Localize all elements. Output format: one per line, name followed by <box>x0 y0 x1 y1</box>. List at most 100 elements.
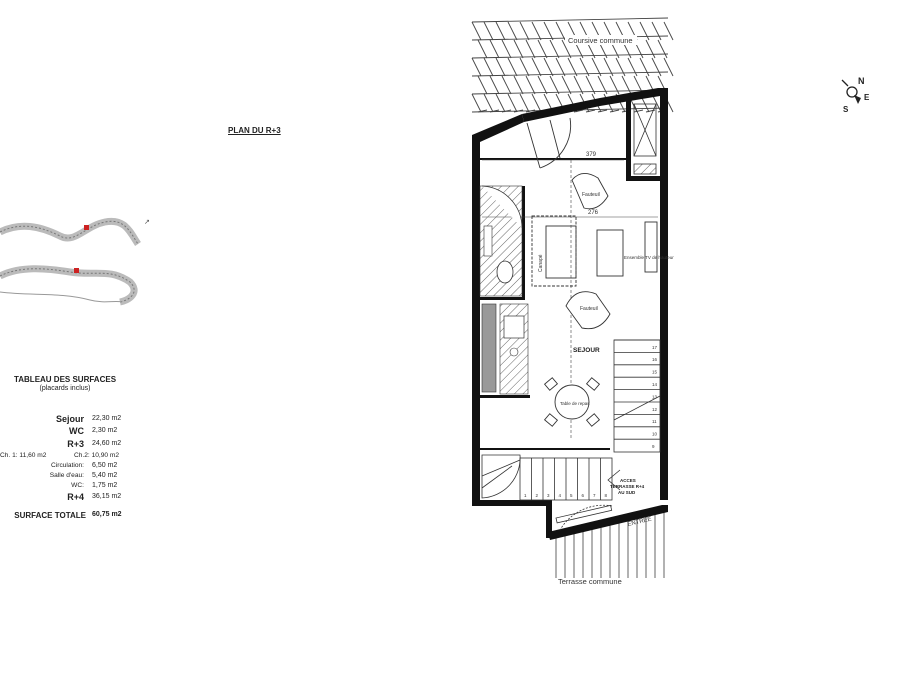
coursive-hatch-line <box>537 75 548 95</box>
stair-number: 11 <box>652 419 657 424</box>
stair-turn-step <box>481 459 521 477</box>
surface-row-r3: R+3 24,60 m2 <box>0 439 140 451</box>
coursive-hatch-line <box>555 57 566 77</box>
coursive-hatch-line <box>627 57 638 77</box>
coursive-hatch-line <box>495 21 506 41</box>
wall-gaine-bottom <box>626 176 660 181</box>
coursive-hatch-line <box>549 75 560 95</box>
stair-number: 17 <box>652 345 658 350</box>
armchair-top <box>571 173 609 210</box>
compass-n-label: N <box>858 76 865 86</box>
surface-value: 2,30 m2 <box>92 427 118 434</box>
acces-terrasse-note: ACCES TERRASSE R+4 AU SUD <box>607 469 645 495</box>
stair-number: 13 <box>652 394 658 399</box>
coursive-hatch-line <box>471 71 669 77</box>
stair-number: 4 <box>559 493 562 498</box>
surface-row-total: SURFACE TOTALE 60,75 m2 <box>0 511 140 522</box>
coursive-hatch-line <box>471 57 482 77</box>
compass-s-label: S <box>843 105 849 114</box>
toilet-icon <box>496 260 514 284</box>
surface-row-wc2: WC: 1,75 m2 <box>0 482 140 493</box>
coursive-hatch-line <box>477 75 488 95</box>
dimension-top: 379 <box>586 152 597 158</box>
stair-number: 6 <box>582 493 585 498</box>
coursive-hatch-line <box>477 39 488 59</box>
fridge-block <box>481 303 497 393</box>
location-marker-1 <box>84 225 89 230</box>
coursive-hatch-line <box>507 57 518 77</box>
coursive-hatch-line <box>573 109 584 113</box>
surface-row-chambres: Ch. 1: 11,60 m2 Ch.2: 10,90 m2 <box>0 452 140 463</box>
stair-number: 16 <box>652 357 658 362</box>
tv-label: Ensemble TV de hauteur <box>624 255 674 260</box>
surface-table-subheading: (placards inclus) <box>39 385 91 392</box>
coursive-hatch-line <box>471 53 669 59</box>
surface-label: R+4 <box>67 492 84 502</box>
south-door <box>555 504 613 531</box>
coursive-hatch-line <box>471 93 482 113</box>
coursive-hatch-line <box>639 21 650 41</box>
surface-label: WC <box>69 426 84 436</box>
surface-value: 1,75 m2 <box>92 482 118 489</box>
hob-icon <box>509 347 519 357</box>
sofa <box>531 215 577 287</box>
wall-gaine <box>626 100 631 180</box>
armchair-top-label: Fauteuil <box>582 192 600 198</box>
coursive-hatch-line <box>513 39 524 59</box>
coursive-hatch-line <box>531 21 542 41</box>
kitchen <box>481 303 529 395</box>
coursive-area: Coursive commune <box>471 17 674 113</box>
coursive-hatch-line <box>555 21 566 41</box>
technical-shaft <box>633 103 657 175</box>
coursive-hatch-line <box>501 75 512 95</box>
wc-room <box>479 185 523 297</box>
coursive-hatch-line <box>585 75 596 95</box>
coursive-hatch-line <box>663 57 674 77</box>
stair-number: 5 <box>570 493 573 498</box>
coursive-hatch-line <box>585 109 596 113</box>
surface-label: Salle d'eau: <box>49 472 84 479</box>
entree-label: ENTREE <box>627 517 652 528</box>
coursive-hatch-line <box>531 57 542 77</box>
dining-table <box>543 377 601 427</box>
tv-unit <box>644 221 658 273</box>
coursive-hatch-line <box>561 75 572 95</box>
armchair-bottom-label: Fauteuil <box>580 306 598 312</box>
wall-kitchen-bottom <box>480 395 530 398</box>
sejour-label: SEJOUR <box>573 347 600 354</box>
coursive-hatch-line <box>513 75 524 95</box>
surface-total-value: 60,75 m2 <box>92 511 122 518</box>
coursive-hatch-line <box>537 39 548 59</box>
wall-south-left <box>546 500 552 538</box>
terrasse-area: Terrasse commune <box>555 511 665 586</box>
coursive-hatch-line <box>645 39 656 59</box>
minimap-compass-icon: ↗ <box>144 219 150 226</box>
coursive-hatch-line <box>543 57 554 77</box>
coursive-hatch-line <box>663 21 674 41</box>
terrasse-label: Terrasse commune <box>558 577 622 586</box>
stair-number: 10 <box>652 432 658 437</box>
wall-wc-bottom <box>480 297 525 300</box>
surface-value: 22,30 m2 <box>92 415 122 422</box>
location-minimap: ↗ <box>0 217 150 306</box>
stair-number: 3 <box>547 493 550 498</box>
coursive-hatch-line <box>483 57 494 77</box>
stair-number: 7 <box>593 493 596 498</box>
stair-cut-line <box>613 395 661 421</box>
coursive-hatch-line <box>609 109 620 113</box>
coursive-hatch-line <box>597 109 608 113</box>
staircase-bottom <box>481 454 613 501</box>
stair-turn-step <box>481 465 513 489</box>
surface-value: 6,50 m2 <box>92 462 118 469</box>
surface-label: Circulation: <box>51 462 84 469</box>
location-marker-2 <box>74 268 79 273</box>
coursive-hatch-line <box>651 21 662 41</box>
coursive-hatch-line <box>525 75 536 95</box>
coursive-hatch-line <box>519 57 530 77</box>
sink-icon <box>503 315 525 339</box>
washbasin-icon <box>483 225 493 257</box>
coursive-hatch-line <box>519 93 530 113</box>
